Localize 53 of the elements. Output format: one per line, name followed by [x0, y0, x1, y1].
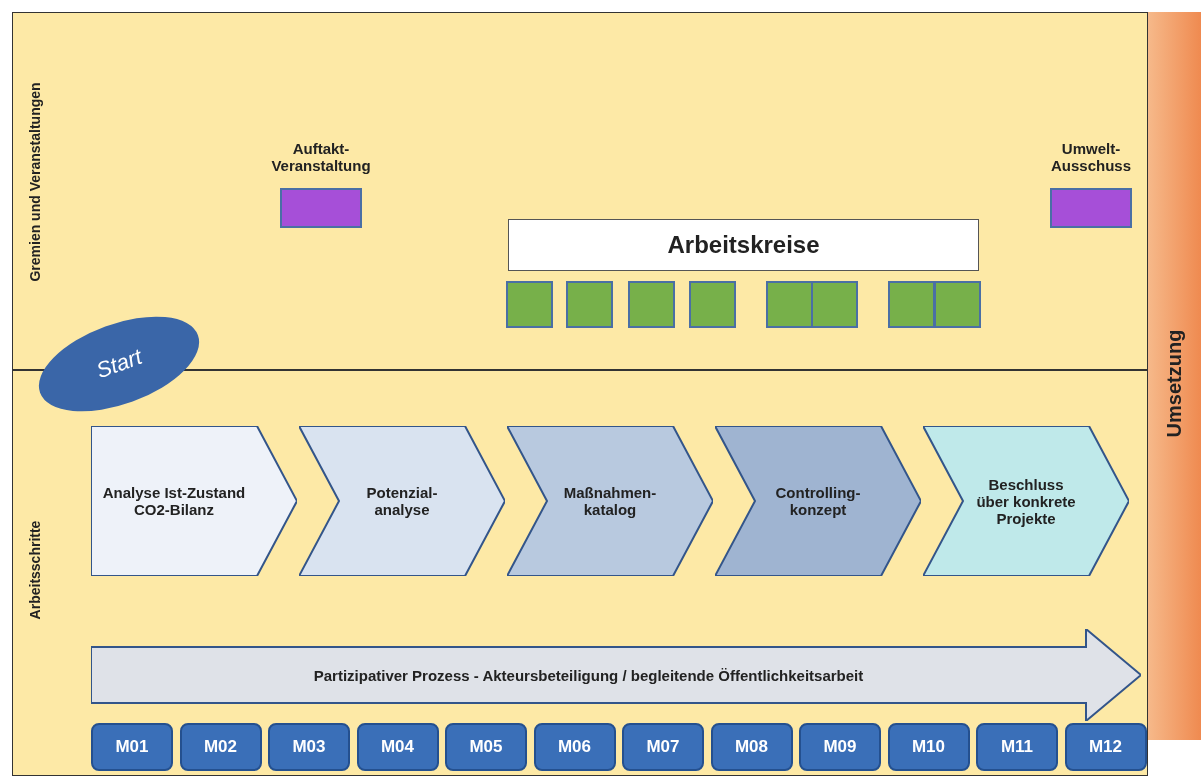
month-label: M11 [1000, 737, 1034, 757]
month-box [91, 723, 173, 771]
meeting-marker [566, 281, 613, 328]
month-box [622, 723, 704, 771]
step-label: Beschluss über konkrete Projekte [975, 475, 1077, 527]
month-label: M10 [911, 737, 946, 757]
meeting-marker [506, 281, 553, 328]
event-title: Auftakt- Veranstaltung [270, 140, 372, 174]
group-header-box [508, 219, 979, 271]
step-label: Potenzial- analyse [365, 484, 439, 518]
month-box [533, 723, 616, 771]
process-arrow [91, 629, 1141, 721]
process-stage [299, 426, 505, 576]
meeting-marker [934, 281, 981, 328]
step-label: Controlling- konzept [774, 484, 862, 518]
meeting-marker [811, 281, 858, 328]
step-label: Analyse Ist-Zustand CO2-Bilanz [101, 484, 247, 518]
lane-title: Arbeitsschritte [27, 519, 43, 622]
month-label: M02 [203, 737, 238, 757]
lane-title: Gremien und Veranstaltungen [27, 81, 43, 284]
month-box [445, 723, 527, 771]
month-label: M03 [292, 737, 326, 757]
month-label: M08 [734, 737, 769, 757]
month-label: M01 [115, 737, 149, 757]
meeting-marker [888, 281, 935, 328]
process-stage [507, 426, 713, 576]
arrow-label: Partizipativer Prozess - Akteursbeteiligung / begleitende Öffentlichkeitsarbeit [312, 666, 865, 684]
month-box [710, 723, 793, 771]
meeting-marker [628, 281, 675, 328]
month-label: M04 [380, 737, 415, 757]
phase-band [1148, 12, 1201, 740]
start-label: Start [92, 343, 146, 385]
month-label: M09 [823, 737, 857, 757]
meeting-marker [766, 281, 813, 328]
month-box [976, 723, 1058, 771]
month-box [799, 723, 881, 771]
header-text: Arbeitskreise [667, 231, 820, 259]
month-label: M07 [646, 737, 680, 757]
process-stage [923, 426, 1129, 576]
month-box [1064, 723, 1147, 771]
process-stage [91, 426, 297, 576]
process-stage [715, 426, 921, 576]
month-box [268, 723, 350, 771]
meeting-marker [689, 281, 736, 328]
event-title: Umwelt- Ausschuss [1049, 140, 1132, 174]
month-label: M06 [557, 737, 592, 757]
month-label: M12 [1088, 737, 1123, 757]
band-title: Umsetzung [1162, 328, 1186, 440]
month-label: M05 [469, 737, 503, 757]
month-box [887, 723, 970, 771]
step-label: Maßnahmen- katalog [562, 484, 658, 518]
month-box [356, 723, 439, 771]
month-box [179, 723, 262, 771]
